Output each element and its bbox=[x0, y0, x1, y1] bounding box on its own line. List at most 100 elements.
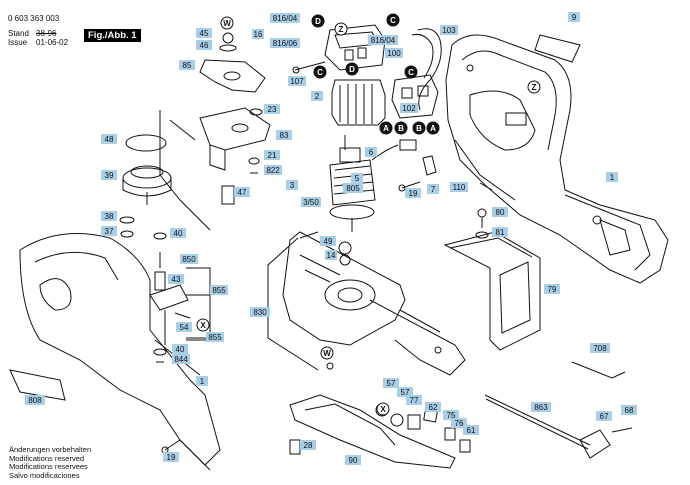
note-line: Modifications reservees bbox=[9, 462, 88, 472]
stand-value: 38-96 bbox=[36, 29, 57, 38]
washer-38-37 bbox=[119, 216, 135, 238]
svg-text:54: 54 bbox=[180, 323, 189, 332]
part-label-p62: 62 bbox=[425, 402, 441, 412]
part-label-p5: 5 bbox=[351, 173, 363, 183]
part-label-p855a: 855 bbox=[210, 285, 228, 295]
motor-field-2 bbox=[331, 79, 386, 126]
part-label-p76: 76 bbox=[451, 418, 467, 428]
part-label-p844: 844 bbox=[172, 354, 190, 364]
svg-text:863: 863 bbox=[534, 403, 548, 412]
part-label-p85: 85 bbox=[179, 60, 195, 70]
svg-text:805: 805 bbox=[346, 184, 360, 193]
svg-text:40: 40 bbox=[174, 229, 183, 238]
screw-19-bottom bbox=[161, 439, 181, 454]
svg-text:708: 708 bbox=[593, 344, 607, 353]
part-label-p19a: 19 bbox=[405, 188, 421, 198]
svg-text:A: A bbox=[430, 124, 436, 133]
part-label-p47: 47 bbox=[234, 187, 250, 197]
svg-text:28: 28 bbox=[304, 441, 313, 450]
svg-text:Z: Z bbox=[339, 25, 344, 34]
screw-80 bbox=[477, 208, 487, 228]
svg-text:47: 47 bbox=[238, 188, 247, 197]
bracket-lines bbox=[267, 231, 319, 371]
part-label-p49: 49 bbox=[320, 236, 336, 246]
plate-85 bbox=[199, 59, 266, 93]
svg-text:40: 40 bbox=[176, 345, 185, 354]
svg-text:75: 75 bbox=[447, 411, 456, 420]
svg-text:B: B bbox=[398, 124, 404, 133]
part-label-p14: 14 bbox=[325, 250, 337, 260]
svg-text:855: 855 bbox=[208, 333, 222, 342]
svg-text:2: 2 bbox=[315, 92, 320, 101]
svg-text:855: 855 bbox=[212, 286, 226, 295]
svg-text:C: C bbox=[390, 16, 396, 25]
svg-text:16: 16 bbox=[254, 30, 263, 39]
svg-text:Z: Z bbox=[532, 83, 537, 92]
svg-text:48: 48 bbox=[105, 135, 114, 144]
marker-c: C bbox=[386, 13, 400, 27]
part-number: 0 603 363 003 bbox=[8, 14, 60, 23]
marker-x: X bbox=[196, 318, 210, 332]
svg-text:X: X bbox=[200, 321, 206, 330]
brush-7 bbox=[422, 155, 437, 176]
issue-value: 01-06-02 bbox=[36, 38, 69, 47]
part-label-p102: 102 bbox=[400, 103, 418, 113]
svg-text:46: 46 bbox=[200, 41, 209, 50]
notes: Änderungen vorbehalten Modifications res… bbox=[9, 445, 91, 480]
svg-text:B: B bbox=[416, 124, 422, 133]
washer-23 bbox=[249, 108, 263, 116]
svg-text:67: 67 bbox=[600, 412, 609, 421]
svg-text:5: 5 bbox=[355, 174, 360, 183]
svg-text:822: 822 bbox=[266, 166, 280, 175]
part-labels: 11233/5056791416191921232837383940404345… bbox=[25, 12, 637, 465]
part-label-p79: 79 bbox=[544, 284, 560, 294]
part-label-p9: 9 bbox=[568, 12, 580, 22]
part-label-p1a: 1 bbox=[606, 172, 618, 182]
part-label-p19b: 19 bbox=[163, 452, 179, 462]
svg-text:77: 77 bbox=[410, 396, 419, 405]
part-label-p100: 100 bbox=[385, 48, 403, 58]
svg-text:19: 19 bbox=[409, 189, 418, 198]
part-label-p57b: 57 bbox=[397, 387, 413, 397]
brush-holder-102 bbox=[391, 74, 439, 119]
brush-6 bbox=[371, 139, 417, 161]
rod-863 bbox=[484, 394, 633, 459]
svg-text:W: W bbox=[223, 19, 231, 28]
shoe-90 bbox=[289, 394, 456, 469]
part-label-p863: 863 bbox=[531, 402, 551, 412]
svg-text:62: 62 bbox=[429, 403, 438, 412]
shoe-79 bbox=[443, 231, 541, 351]
svg-text:816/04: 816/04 bbox=[371, 36, 396, 45]
part-label-p23: 23 bbox=[264, 104, 280, 114]
cable-103 bbox=[411, 28, 442, 111]
marker-z: Z bbox=[334, 22, 348, 36]
marker-z: Z bbox=[527, 80, 541, 94]
part-label-p80: 80 bbox=[492, 207, 508, 217]
part-label-p40a: 40 bbox=[170, 228, 186, 238]
bearing-47 bbox=[221, 185, 235, 205]
svg-text:107: 107 bbox=[290, 77, 304, 86]
part-label-p39: 39 bbox=[101, 170, 117, 180]
svg-text:816/04: 816/04 bbox=[273, 14, 298, 23]
marker-x: X bbox=[376, 402, 390, 416]
svg-text:844: 844 bbox=[174, 355, 188, 364]
part-label-p107: 107 bbox=[288, 76, 306, 86]
part-label-p2: 2 bbox=[311, 91, 323, 101]
svg-text:110: 110 bbox=[453, 183, 466, 192]
svg-text:C: C bbox=[317, 68, 323, 77]
part-label-p83: 83 bbox=[276, 130, 292, 140]
svg-text:6: 6 bbox=[369, 148, 374, 157]
part-label-p3-50: 3/50 bbox=[301, 197, 321, 207]
part-label-p7: 7 bbox=[427, 184, 439, 194]
pin-110 bbox=[479, 182, 493, 191]
washer-40-top bbox=[153, 232, 167, 240]
svg-text:43: 43 bbox=[172, 275, 181, 284]
note-line: Modifications reserved bbox=[9, 453, 85, 463]
gear-housing-830 bbox=[282, 231, 466, 376]
svg-text:816/06: 816/06 bbox=[273, 39, 298, 48]
marker-w: W bbox=[220, 16, 234, 30]
part-label-p3: 3 bbox=[286, 180, 298, 190]
marker-c: C bbox=[404, 65, 418, 79]
svg-text:850: 850 bbox=[182, 255, 196, 264]
